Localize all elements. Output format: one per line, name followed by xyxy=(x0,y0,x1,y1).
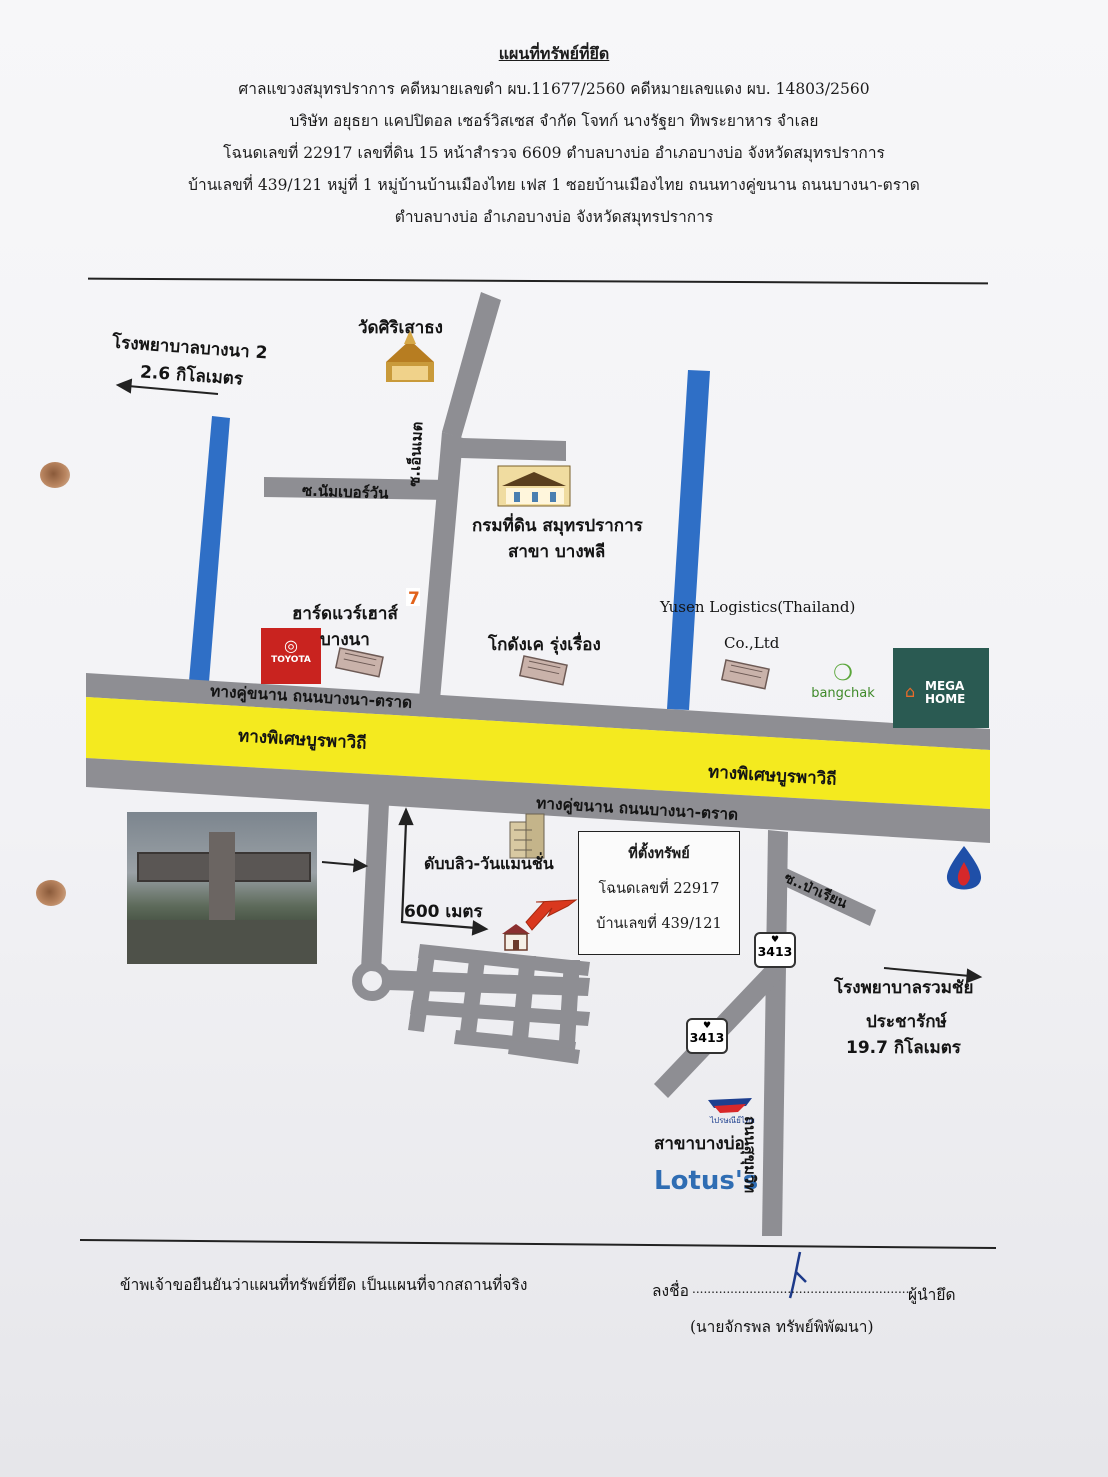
yusen-label: Yusen Logistics(Thailand) xyxy=(660,598,856,616)
road-soi-enmet-lower xyxy=(419,432,463,700)
deed-line: โฉนดเลขที่ 22917 เลขที่ดิน 15 หน้าสำรวจ … xyxy=(223,144,885,162)
megahome-logo: ⌂ MEGA HOME xyxy=(893,648,989,728)
land-office-label: กรมที่ดิน สมุทรปราการ xyxy=(472,516,643,536)
address-line-2: ตำบลบางบ่อ อำเภอบางบ่อ จังหวัดสมุทรปรากา… xyxy=(394,208,714,226)
toyota-logo: ◎ TOYOTA xyxy=(261,628,321,684)
hardware-house-branch-label: บางนา xyxy=(320,630,370,650)
village-grid xyxy=(408,944,590,1064)
arrow-to-property xyxy=(525,899,578,931)
bottom-rule xyxy=(79,1239,997,1249)
expressway xyxy=(86,697,990,809)
warehouse-icon xyxy=(720,659,770,690)
condo-label: ดับบลิว-วันแมนชั่น xyxy=(424,854,554,873)
temple-label: วัดศิริเสาธง xyxy=(358,318,443,338)
signer-role: ผู้นำยึด xyxy=(908,1286,956,1304)
bangchak-leaf-icon: ❍ xyxy=(833,661,853,686)
bangchak-logo: ❍ bangchak xyxy=(806,661,880,702)
route-number-bottom: 3413 xyxy=(689,1030,725,1045)
svg-text:7: 7 xyxy=(408,589,420,609)
road-frontage-bottom xyxy=(86,758,990,843)
arrow-hospital-right xyxy=(883,967,983,984)
seven-eleven-icon: 7 xyxy=(406,588,420,609)
land-office-branch-label: สาขา บางพลี xyxy=(508,542,606,562)
canal-left xyxy=(189,416,230,682)
lotus-logo: Lotus's xyxy=(654,1166,759,1196)
signature xyxy=(788,1251,807,1299)
village-entrance-photo xyxy=(127,812,317,964)
hospital-right-label: โรงพยาบาลรวมชัย xyxy=(834,978,974,998)
toyota-logo-text: TOYOTA xyxy=(271,655,311,665)
soi-number-one-label: ซ.นัมเบอร์วัน xyxy=(301,481,389,503)
route-shield-icon: ♥ xyxy=(770,935,780,945)
parties-line: บริษัท อยุธยา แคปปิตอล เซอร์วิสเซส จำกัด… xyxy=(289,112,819,130)
road-sukhumvit xyxy=(762,830,788,1236)
route-3413-shield: ♥ 3413 xyxy=(754,932,796,968)
warehouse-icon xyxy=(518,655,568,686)
signer-name: (นายจักรพล ทรัพย์พิพัฒนา) xyxy=(690,1318,874,1336)
village-road-ground xyxy=(127,920,317,964)
arrow-600m xyxy=(398,807,489,936)
road-soi-enmet xyxy=(442,292,501,438)
condo-icon xyxy=(509,813,545,859)
post-office-label: สาขาบางบ่อ xyxy=(654,1134,745,1154)
case-line: ศาลแขวงสมุทรปราการ คดีหมายเลขดำ ผบ.11677… xyxy=(238,80,870,98)
road-frontage-top xyxy=(86,673,990,750)
road-village-main xyxy=(386,970,590,996)
route-3413-shield-lower: ♥ 3413 xyxy=(686,1018,728,1054)
land-office-icon xyxy=(497,465,571,507)
footer-statement: ข้าพเจ้าขอยืนยันว่าแผนที่ทรัพย์ที่ยึด เป… xyxy=(120,1276,528,1294)
megahome-logo-text: MEGA HOME xyxy=(925,679,966,706)
toyota-emblem-icon: ◎ xyxy=(284,636,298,655)
signature-label: ลงชื่อ xyxy=(652,1282,689,1300)
road-village-entrance xyxy=(361,802,389,972)
document-title: แผนที่ทรัพย์ที่ยึด xyxy=(498,44,610,63)
road-soi-pa-rian xyxy=(780,868,876,926)
property-info-box: ที่ตั้งทรัพย์ โฉนดเลขที่ 22917 บ้านเลขที… xyxy=(578,831,740,955)
hardware-house-label: ฮาร์ดแวร์เฮาส์ xyxy=(292,604,398,624)
thai-post-logo-text: ไปรษณีย์ไทย xyxy=(710,1116,755,1125)
property-box-title: ที่ตั้งทรัพย์ xyxy=(628,845,690,862)
property-house-number: บ้านเลขที่ 439/121 xyxy=(596,916,722,932)
punch-hole xyxy=(36,880,66,906)
house-icon xyxy=(502,924,530,951)
address-line: บ้านเลขที่ 439/121 หมู่ที่ 1 หมู่บ้านบ้า… xyxy=(188,176,920,194)
arrow-hospital-left xyxy=(115,378,219,395)
soi-enmet-label: ซ.เอ็นเมต xyxy=(404,421,427,488)
ptt-icon xyxy=(946,846,982,890)
road-soi-number-one xyxy=(264,477,449,500)
hospital-right-distance: 19.7 กิโลเมตร xyxy=(846,1038,961,1058)
warehouse-icon xyxy=(334,647,384,678)
warehouse-label: โกดังเค รุ่งเรื่อง xyxy=(488,635,601,655)
punch-hole xyxy=(40,462,70,488)
house-roof-icon: ⌂ xyxy=(905,682,916,701)
canal-right xyxy=(667,370,710,710)
property-deed-number: โฉนดเลขที่ 22917 xyxy=(598,881,720,897)
route-shield-icon: ♥ xyxy=(702,1021,712,1031)
route-number-top: 3413 xyxy=(757,944,793,959)
road-to-land-office xyxy=(461,438,566,461)
temple-icon xyxy=(386,330,434,382)
hospital-right-label-2: ประชารักษ์ xyxy=(866,1012,947,1032)
roundabout xyxy=(352,961,392,1001)
bangchak-logo-text: bangchak xyxy=(811,686,875,701)
signature-line: ........................................… xyxy=(692,1282,914,1296)
arrow-photo-to-entrance xyxy=(321,858,369,873)
yusen-label-2: Co.,Ltd xyxy=(724,634,780,652)
distance-label: 600 เมตร xyxy=(404,902,483,922)
thai-post-icon xyxy=(708,1098,752,1113)
